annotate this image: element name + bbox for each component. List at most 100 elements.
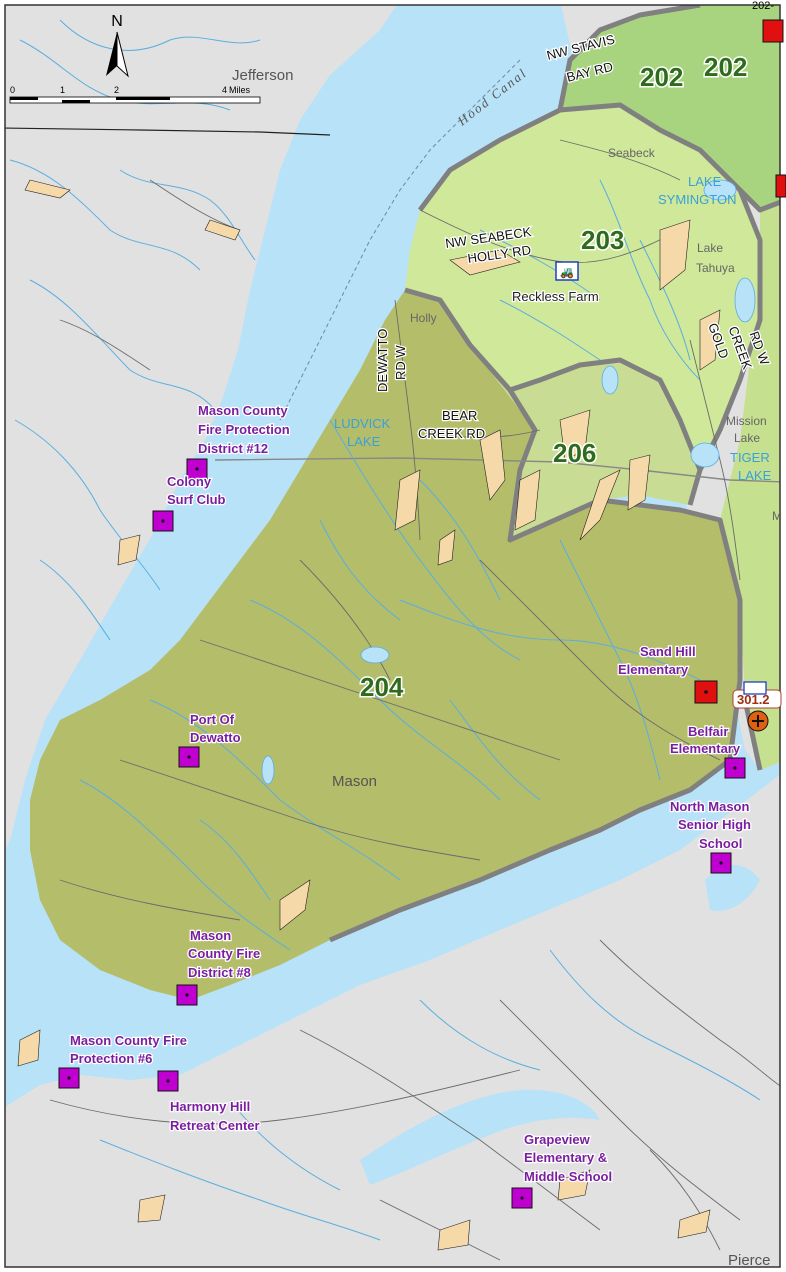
- marker-grapeview[interactable]: Grapeview Elementary & Middle School: [511, 1131, 613, 1209]
- label-lake-symington-1: LAKE: [688, 174, 722, 189]
- site-sand-hill-l1: Sand Hill: [640, 644, 696, 659]
- site-belfair-l1: Belfair: [688, 724, 728, 739]
- tractor-icon: [555, 261, 579, 281]
- map-frame: [4, 4, 781, 1268]
- label-hood-canal: Hood Canal: [454, 65, 530, 129]
- site-colony-l2: Surf Club: [167, 492, 226, 507]
- scale-bar: 0 1 2 4 Miles: [9, 85, 261, 104]
- site-harmony-l1: Harmony Hill: [170, 1099, 250, 1114]
- tractor-icon: [743, 681, 767, 695]
- place-lake-2: Lake: [734, 431, 760, 445]
- road-nw-stavis-2: BAY RD: [565, 59, 614, 85]
- zone-border-203: [418, 102, 763, 506]
- zone-label-203[interactable]: 203: [580, 224, 626, 257]
- marker-harmony-hill[interactable]: Harmony Hill Retreat Center: [157, 1070, 261, 1134]
- site-sand-hill-l2: Elementary: [618, 662, 689, 677]
- road-nw-seabeck: NW SEABECK HOLLY RD: [443, 223, 534, 268]
- site-mason-fire-12-l2: Fire Protection: [198, 422, 290, 437]
- site-mason-fire-8-l2: County Fire: [188, 946, 260, 961]
- marker-colony-surf[interactable]: Colony Surf Club: [152, 473, 227, 532]
- land-south-peninsula: [5, 774, 780, 1267]
- zone-border-204: [329, 287, 743, 943]
- place-lake: Lake: [697, 241, 723, 255]
- county-line-2: [214, 457, 780, 483]
- north-arrow-label: N: [111, 13, 123, 30]
- zone-label-206[interactable]: 206: [552, 437, 598, 470]
- site-mason-fire-12-l3: District #12: [198, 441, 268, 456]
- place-holly: Holly: [410, 311, 437, 325]
- road-bear-creek-2: CREEK RD: [418, 426, 485, 441]
- sand-patches: [17, 179, 721, 1251]
- road-nw-stavis-1: NW STAVIS: [545, 31, 616, 62]
- zone-east-strip: [720, 202, 780, 770]
- road-nw-stavis: NW STAVIS BAY RD: [544, 30, 618, 86]
- site-grapeview-l3: Middle School: [524, 1169, 612, 1184]
- road-bear-creek-1: BEAR: [442, 408, 477, 423]
- place-jefferson: Jefferson: [232, 67, 293, 84]
- lakes: [261, 179, 756, 785]
- place-mission: Mission: [726, 414, 767, 428]
- label-tiger-1: TIGER: [730, 450, 770, 465]
- marker-mason-fire-8[interactable]: Mason County Fire District #8: [176, 927, 261, 1006]
- canal-boundary: [279, 59, 521, 421]
- road-dewatto-2: RD W: [393, 345, 408, 380]
- land-west-shore: [5, 5, 397, 850]
- road-gold-creek: GOLD CREEK RD W: [704, 320, 774, 373]
- label-ludvick-2: LAKE: [347, 434, 381, 449]
- marker-port-dewatto[interactable]: Port Of Dewatto: [178, 711, 242, 768]
- site-grapeview-l1: Grapeview: [524, 1132, 591, 1147]
- scale-tick-1: 1: [60, 85, 65, 95]
- zone-label-202-edge: 202-: [752, 0, 774, 12]
- zone-label-202b[interactable]: 202: [703, 51, 749, 84]
- inlet-south: [360, 1089, 600, 1185]
- zone-label-204[interactable]: 204: [359, 671, 406, 704]
- site-port-dewatto-l1: Port Of: [190, 712, 235, 727]
- place-m: M: [772, 509, 782, 523]
- road-network: [49, 139, 780, 1261]
- zone-border-202: [557, 5, 701, 111]
- road-dewatto-1: DEWATTO: [375, 329, 390, 392]
- site-mason-fire-6-l2: Protection #6: [70, 1051, 152, 1066]
- scale-tick-4: 4: [222, 85, 227, 95]
- inlet-south-2: [705, 865, 760, 911]
- north-arrow[interactable]: N: [106, 13, 129, 78]
- scale-unit: Miles: [229, 85, 251, 95]
- site-belfair-l2: Elementary: [670, 741, 741, 756]
- site-colony-l1: Colony: [167, 474, 212, 489]
- site-mason-fire-8-l1: Mason: [190, 928, 231, 943]
- label-lake-symington-2: SYMINGTON: [658, 192, 737, 207]
- place-pierce: Pierce: [728, 1252, 771, 1269]
- label-ludvick-1: LUDVICK: [334, 416, 391, 431]
- zone-204-area: [30, 290, 740, 1000]
- zone-border-east: [738, 188, 780, 771]
- scale-tick-2: 2: [114, 85, 119, 95]
- site-mason-fire-6-l1: Mason County Fire: [70, 1033, 187, 1048]
- svg-text:🚜: 🚜: [560, 266, 574, 279]
- fire-marker-icon[interactable]: [762, 19, 784, 43]
- marker-sand-hill[interactable]: Sand Hill Elementary: [617, 643, 769, 732]
- site-mason-fire-8-l3: District #8: [188, 965, 251, 980]
- county-line: [5, 127, 331, 136]
- site-port-dewatto-l2: Dewatto: [190, 730, 241, 745]
- site-grapeview-l2: Elementary &: [524, 1150, 607, 1165]
- zone-label-202a[interactable]: 202: [639, 61, 685, 94]
- fire-marker-icon[interactable]: [775, 174, 786, 198]
- site-north-mason-l1: North Mason: [670, 799, 750, 814]
- road-gold-creek-1: GOLD: [705, 321, 732, 361]
- marker-mason-fire-6[interactable]: Mason County Fire Protection #6: [58, 1032, 188, 1089]
- marker-north-mason[interactable]: North Mason Senior High School: [669, 798, 752, 874]
- marker-reckless-farm[interactable]: 🚜 Reckless Farm: [511, 261, 600, 305]
- site-reckless-farm-label: Reckless Farm: [512, 289, 599, 304]
- site-north-mason-l3: School: [699, 836, 742, 851]
- site-north-mason-l2: Senior High: [678, 817, 751, 832]
- place-seabeck: Seabeck: [608, 146, 656, 160]
- zone-border-206: [509, 357, 703, 471]
- north-arrow-icon: [106, 32, 117, 76]
- place-tahuya: Tahuya: [696, 261, 735, 275]
- marker-mason-fire-12[interactable]: Mason County Fire Protection District #1…: [186, 402, 291, 480]
- label-tiger-2: LAKE: [738, 468, 772, 483]
- marker-belfair[interactable]: Belfair Elementary: [669, 723, 746, 779]
